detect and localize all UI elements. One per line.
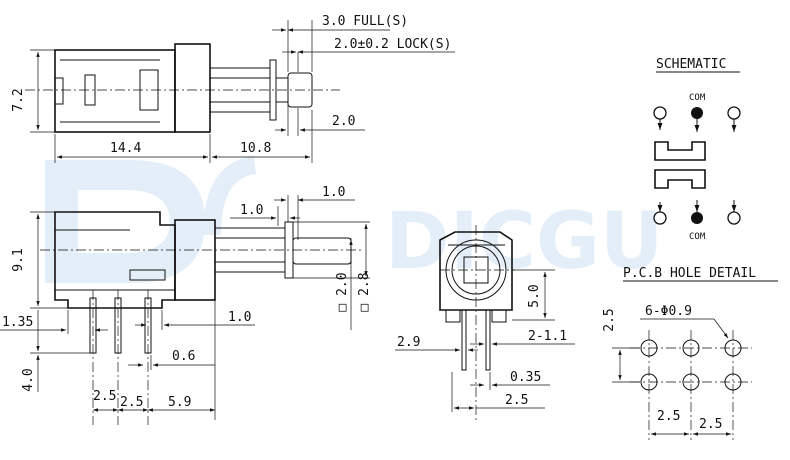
front-right-label: 2-1.1: [528, 329, 567, 344]
pcb-col-b-label: 2.5: [699, 417, 722, 432]
side-tail-label: 5.9: [168, 395, 191, 410]
watermark: DICGU: [45, 156, 663, 287]
schematic: SCHEMATIC COM COM: [653, 57, 741, 242]
pcb-row-label: 2.5: [602, 308, 617, 331]
top-body-left: [54, 49, 176, 133]
top-full-label: 3.0 FULL(S): [322, 14, 408, 29]
schematic-com-bottom: COM: [689, 232, 706, 242]
side-height-label: 9.1: [11, 248, 26, 271]
top-body-right: [174, 43, 211, 133]
side-pin-width-label: 0.6: [172, 349, 195, 364]
side-offset-label: 1.35: [2, 315, 33, 330]
side-pin-length-label: 4.0: [21, 368, 36, 391]
side-stem-a-label: □ 2.0: [335, 272, 350, 311]
side-top-dim-b: 1.0: [322, 185, 345, 200]
pcb-hole-detail: P.C.B HOLE DETAIL 6-Φ0.9 2.5 2.5 2.5: [602, 266, 778, 440]
top-height-label: 7.2: [11, 88, 26, 111]
watermark-text: DICGU: [385, 197, 663, 287]
front-pitch-label: 2.5: [505, 393, 528, 408]
top-lock-label: 2.0±0.2 LOCK(S): [334, 37, 451, 52]
side-pitch-b-label: 2.5: [120, 395, 143, 410]
front-left-label: 2.9: [397, 335, 420, 350]
pcb-title: P.C.B HOLE DETAIL: [623, 266, 756, 281]
side-view: 1.0 1.0 9.1 4.0 1.35 1.0 0.6 2.5: [0, 185, 372, 425]
schematic-com-top: COM: [689, 93, 706, 103]
schematic-title: SCHEMATIC: [656, 57, 726, 72]
front-height-label: 5.0: [527, 284, 542, 307]
top-body-length-label: 14.4: [110, 141, 141, 156]
top-stem-length-label: 10.8: [240, 141, 271, 156]
side-pin-offset-label: 1.0: [228, 310, 251, 325]
front-pin-label: 0.35: [510, 370, 541, 385]
side-top-dim-a: 1.0: [240, 203, 263, 218]
side-pitch-a-label: 2.5: [93, 389, 116, 404]
pcb-col-a-label: 2.5: [657, 409, 680, 424]
top-view: 7.2 14.4 10.8 3.0 FULL(S) 2.0±0.2 LOCK(S…: [11, 14, 455, 163]
front-view: 5.0 2.9 2-1.1 0.35 2.5: [395, 225, 575, 420]
top-stem-offset-label: 2.0: [332, 114, 355, 129]
side-stem-b-label: □ 2.8: [357, 272, 372, 311]
pcb-holes-label: 6-Φ0.9: [645, 304, 692, 319]
